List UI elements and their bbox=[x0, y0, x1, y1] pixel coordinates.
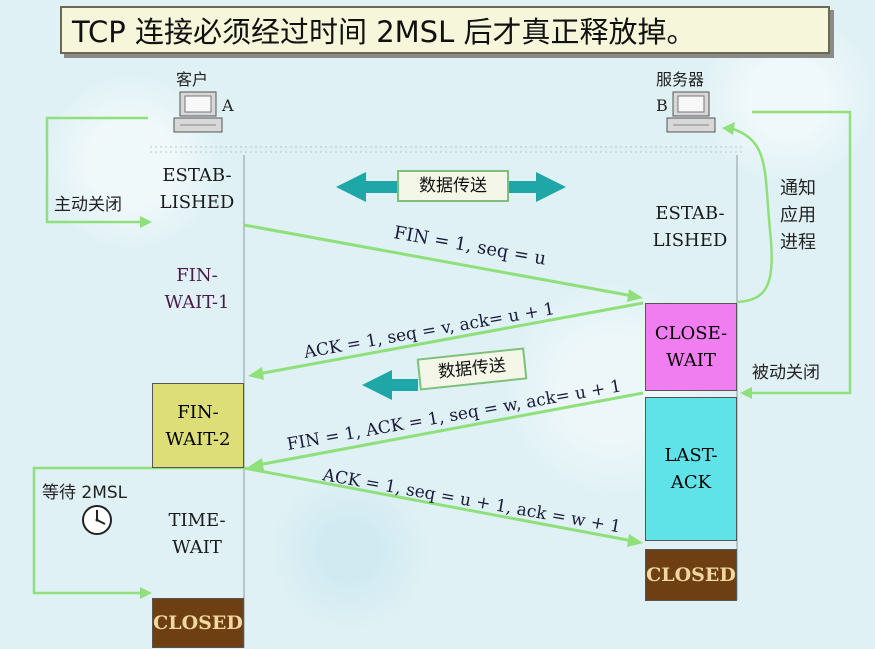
client-state-fin-wait-1: FIN- WAIT-1 bbox=[164, 265, 230, 313]
ack2-arrow bbox=[243, 466, 634, 543]
arrowhead-icon bbox=[722, 122, 735, 135]
data-transfer-mid-arrow-icon bbox=[362, 370, 418, 400]
notify-app-line bbox=[729, 126, 773, 304]
client-state-fin-wait-2: FIN- WAIT-2 bbox=[152, 383, 244, 468]
data-transfer-top-tag: 数据传送 bbox=[397, 170, 509, 202]
client-state-time-wait: TIME- WAIT bbox=[168, 510, 226, 558]
clock-icon bbox=[82, 505, 112, 535]
active-close-line bbox=[45, 116, 148, 224]
fin2-label: FIN = 1, ACK = 1, seq = w, ack= u + 1 bbox=[285, 376, 623, 455]
client-state-established: ESTAB- LISHED bbox=[159, 165, 235, 213]
client-tag: A bbox=[222, 96, 234, 115]
server-state-closed: CLOSED bbox=[645, 549, 737, 601]
server-state-established: ESTAB- LISHED bbox=[652, 203, 728, 251]
wait-2msl-line bbox=[32, 466, 244, 595]
passive-close-label: 被动关闭 bbox=[752, 363, 820, 383]
server-state-close-wait: CLOSE- WAIT bbox=[645, 303, 737, 391]
server-computer-icon bbox=[666, 91, 716, 133]
active-close-label: 主动关闭 bbox=[54, 195, 122, 215]
server-state-last-ack: LAST- ACK bbox=[645, 397, 737, 541]
arrowhead-icon bbox=[248, 458, 264, 471]
server-label: 服务器 bbox=[656, 70, 705, 89]
data-transfer-left-arrow-icon bbox=[336, 172, 398, 202]
data-transfer-right-arrow-icon bbox=[506, 172, 566, 202]
notify-app-label: 通知 应用 进程 bbox=[780, 178, 816, 253]
arrowhead-icon bbox=[740, 387, 752, 399]
arrowhead-icon bbox=[627, 289, 643, 302]
arrowhead-icon bbox=[627, 534, 643, 547]
fin2-arrow bbox=[257, 391, 644, 467]
server-tag: B bbox=[656, 96, 668, 115]
ack1-arrow bbox=[257, 301, 644, 376]
client-state-closed: CLOSED bbox=[152, 598, 244, 648]
client-label: 客户 bbox=[176, 70, 209, 89]
fin1-label: FIN = 1, seq = u bbox=[392, 222, 548, 269]
wait-2msl-label: 等待 2MSL bbox=[42, 483, 128, 503]
arrowhead-icon bbox=[140, 587, 152, 599]
page-title: TCP 连接必须经过时间 2MSL 后才真正释放掉。 bbox=[60, 6, 830, 54]
ack2-label: ACK = 1, seq = u + 1, ack = w + 1 bbox=[320, 465, 622, 537]
passive-close-line bbox=[748, 110, 852, 395]
client-computer-icon bbox=[173, 91, 223, 133]
arrowhead-icon bbox=[140, 216, 152, 228]
fin1-arrow bbox=[243, 223, 634, 298]
arrowhead-icon bbox=[248, 367, 264, 380]
